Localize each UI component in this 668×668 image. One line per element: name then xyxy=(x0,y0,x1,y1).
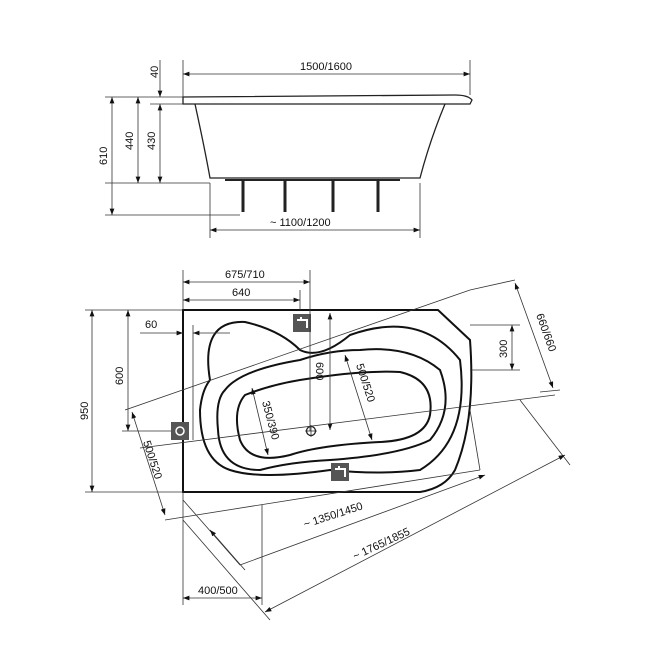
dim-500-inner: 500/520 xyxy=(353,362,377,404)
dim-600-inner: 600 xyxy=(313,362,325,380)
tub-basin-outer xyxy=(198,320,463,476)
drain-valve-icon xyxy=(171,422,189,440)
dim-440: 440 xyxy=(124,132,136,150)
dim-1100: ~ 1100/1200 xyxy=(270,217,331,229)
tub-floor xyxy=(235,370,432,459)
dim-400: 400/500 xyxy=(198,585,238,597)
dim-950: 950 xyxy=(79,402,91,420)
side-view: 1500/1600 40 440 430 610 ~ 1100/1200 xyxy=(98,60,473,238)
faucet-icon xyxy=(293,314,311,332)
tub-side-outline xyxy=(182,94,473,105)
dim-430: 430 xyxy=(146,132,158,150)
dim-660: 660/660 xyxy=(533,312,558,353)
dim-600-left: 600 xyxy=(114,367,126,385)
dim-1765: ~ 1765/1855 xyxy=(351,526,412,563)
dim-300: 300 xyxy=(498,340,510,358)
tub-basin-inner xyxy=(216,348,447,472)
dim-60: 60 xyxy=(145,319,157,331)
legs xyxy=(225,179,400,212)
dim-640: 640 xyxy=(232,287,250,299)
dim-675: 675/710 xyxy=(225,269,265,281)
tub-side-body xyxy=(194,103,446,179)
dim-40: 40 xyxy=(149,66,161,78)
dim-610: 610 xyxy=(98,147,110,165)
dim-350: 350/390 xyxy=(259,400,281,442)
dim-1350: ~ 1350/1450 xyxy=(302,500,364,530)
plan-view: 675/710 640 60 950 600 600 500/520 350/3… xyxy=(79,269,571,621)
faucet-icon xyxy=(331,463,349,481)
dim-1500: 1500/1600 xyxy=(300,61,352,73)
